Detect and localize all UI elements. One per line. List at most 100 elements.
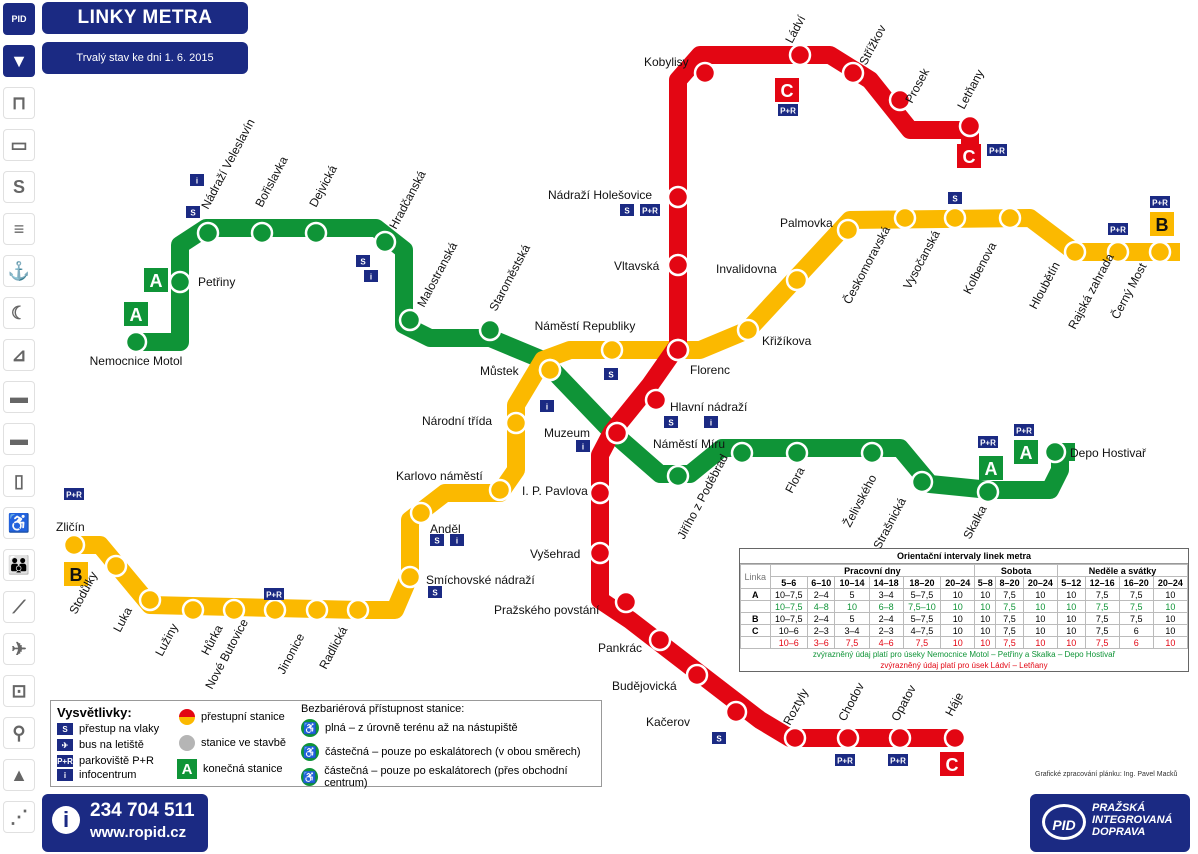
station-marker[interactable]: [398, 565, 422, 589]
station-marker[interactable]: [860, 441, 884, 465]
station-marker[interactable]: [998, 206, 1022, 230]
station-marker[interactable]: [836, 726, 860, 750]
station-marker[interactable]: [666, 464, 690, 488]
tram-icon[interactable]: ⊓: [3, 87, 35, 119]
station-marker[interactable]: [893, 206, 917, 230]
station-label[interactable]: Hradčanská: [386, 168, 429, 231]
station-label[interactable]: Kobylisy: [644, 55, 689, 69]
station-label[interactable]: Dejvická: [306, 163, 340, 210]
station-marker[interactable]: [943, 726, 967, 750]
station-label[interactable]: Malostranská: [414, 240, 460, 310]
station-marker[interactable]: [304, 221, 328, 245]
station-marker[interactable]: [785, 441, 809, 465]
station-marker[interactable]: [783, 726, 807, 750]
station-label[interactable]: Flora: [782, 464, 807, 495]
station-label[interactable]: Želivského: [839, 471, 879, 529]
station-marker[interactable]: [196, 221, 220, 245]
station-marker[interactable]: [1043, 440, 1067, 464]
station-label[interactable]: I. P. Pavlova: [522, 484, 588, 498]
night-icon[interactable]: ☾: [3, 297, 35, 329]
station-label[interactable]: Budějovická: [612, 679, 677, 693]
station-marker[interactable]: [648, 628, 672, 652]
funicular-icon[interactable]: ⊿: [3, 339, 35, 371]
station-marker[interactable]: [124, 330, 148, 354]
station-label[interactable]: Pražského povstání: [494, 603, 600, 617]
station-marker[interactable]: [910, 470, 934, 494]
station-marker[interactable]: [1148, 240, 1172, 264]
station-marker[interactable]: [588, 481, 612, 505]
station-label[interactable]: Nádraží Veleslavín: [198, 116, 257, 211]
station-label[interactable]: Kolbenova: [960, 239, 999, 296]
station-marker[interactable]: [788, 43, 812, 67]
station-marker[interactable]: [504, 411, 528, 435]
station-marker[interactable]: [888, 88, 912, 112]
phone-icon[interactable]: ▯: [3, 465, 35, 497]
station-marker[interactable]: [488, 478, 512, 502]
station-label[interactable]: Můstek: [480, 364, 520, 378]
dog-icon[interactable]: ▲: [3, 759, 35, 791]
station-marker[interactable]: [104, 554, 128, 578]
station-marker[interactable]: [409, 501, 433, 525]
family-icon[interactable]: 👪: [3, 549, 35, 581]
station-marker[interactable]: [605, 421, 629, 445]
station-label[interactable]: Invalidovna: [716, 262, 777, 276]
contact-web[interactable]: www.ropid.cz: [90, 824, 187, 841]
station-label[interactable]: Bořislavka: [252, 154, 291, 210]
station-label[interactable]: Náměstí Republiky: [535, 319, 636, 333]
station-label[interactable]: Háje: [942, 690, 966, 719]
ticket-icon[interactable]: ▬: [3, 423, 35, 455]
ferry-icon[interactable]: ⚓: [3, 255, 35, 287]
station-marker[interactable]: [958, 114, 982, 138]
station-label[interactable]: Nádraží Holešovice: [548, 188, 652, 202]
station-label[interactable]: Černý Most: [1107, 260, 1149, 322]
metro-icon[interactable]: ▼: [3, 45, 35, 77]
station-label[interactable]: Opatov: [888, 683, 919, 724]
station-label[interactable]: Radlická: [316, 624, 350, 671]
station-label[interactable]: Lužiny: [152, 621, 181, 658]
station-marker[interactable]: [736, 318, 760, 342]
contact-phone[interactable]: 234 704 511: [90, 800, 195, 821]
station-label[interactable]: Letňany: [954, 67, 986, 111]
station-label[interactable]: Smíchovské nádraží: [426, 573, 535, 587]
station-label[interactable]: Hlavní nádraží: [670, 400, 748, 414]
stroller-icon[interactable]: ⊡: [3, 675, 35, 707]
station-marker[interactable]: [685, 663, 709, 687]
station-marker[interactable]: [600, 338, 624, 362]
station-marker[interactable]: [1106, 240, 1130, 264]
station-label[interactable]: Roztyly: [780, 686, 811, 727]
car-icon[interactable]: ▬: [3, 381, 35, 413]
station-label[interactable]: Palmovka: [780, 216, 833, 230]
station-label[interactable]: Vysočanská: [900, 228, 943, 292]
escalator-icon[interactable]: ⟋: [3, 591, 35, 623]
station-label[interactable]: Prosek: [902, 65, 932, 105]
station-label[interactable]: Vltavská: [614, 259, 660, 273]
station-marker[interactable]: [168, 270, 192, 294]
station-label[interactable]: Kačerov: [646, 715, 690, 729]
station-label[interactable]: Muzeum: [544, 426, 590, 440]
station-marker[interactable]: [138, 588, 162, 612]
station-marker[interactable]: [305, 598, 329, 622]
station-label[interactable]: Luka: [110, 605, 135, 635]
wheelchair-icon[interactable]: ♿: [3, 507, 35, 539]
station-label[interactable]: Staroměstská: [486, 242, 533, 314]
station-label[interactable]: Skalka: [960, 503, 989, 542]
station-marker[interactable]: [730, 441, 754, 465]
station-marker[interactable]: [1063, 240, 1087, 264]
station-label[interactable]: Depo Hostivař: [1070, 446, 1147, 460]
station-label[interactable]: Ládví: [782, 12, 808, 45]
station-marker[interactable]: [841, 61, 865, 85]
station-marker[interactable]: [588, 541, 612, 565]
pid-logo-icon[interactable]: PID: [3, 3, 35, 35]
station-marker[interactable]: [181, 598, 205, 622]
station-marker[interactable]: [538, 358, 562, 382]
station-label[interactable]: Hloubětín: [1026, 259, 1062, 311]
station-label[interactable]: Střížkov: [856, 23, 889, 68]
cable-car-icon[interactable]: ≡: [3, 213, 35, 245]
station-label[interactable]: Pankrác: [598, 641, 642, 655]
station-marker[interactable]: [888, 726, 912, 750]
station-marker[interactable]: [614, 590, 638, 614]
station-marker[interactable]: [785, 268, 809, 292]
bus-icon[interactable]: ▭: [3, 129, 35, 161]
station-label[interactable]: Náměstí Míru: [653, 437, 725, 451]
station-marker[interactable]: [644, 388, 668, 412]
